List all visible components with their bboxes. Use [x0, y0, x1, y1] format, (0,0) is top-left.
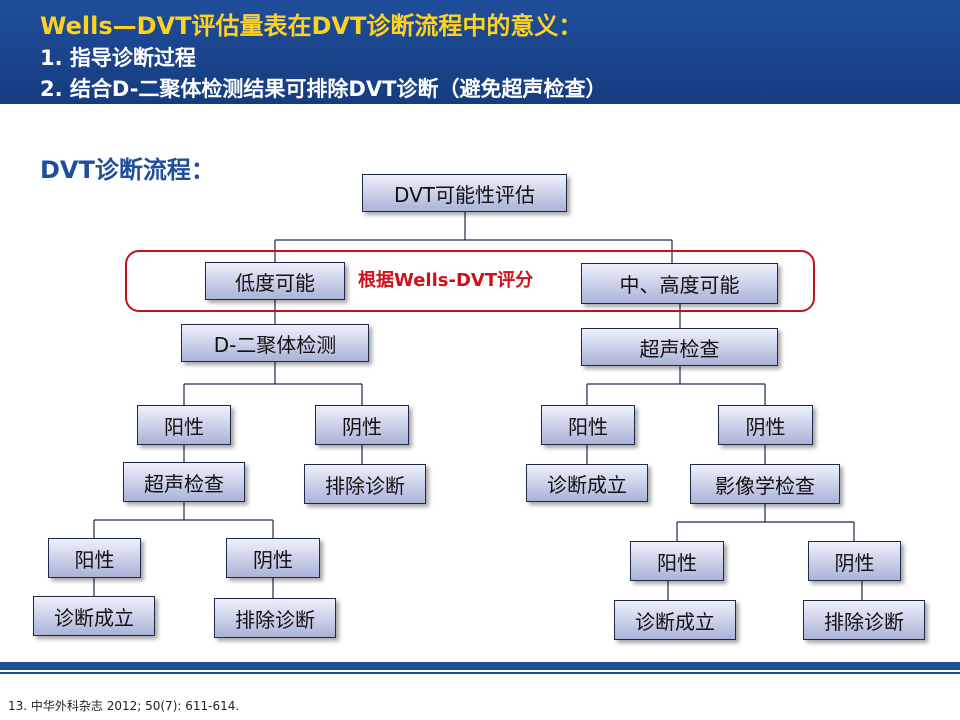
node-ultrasound-low-positive: 阳性	[48, 538, 141, 578]
node-ultrasound-high-negative: 阴性	[718, 405, 813, 445]
node-dvt-assessment: DVT可能性评估	[362, 174, 567, 212]
header-banner: Wells—DVT评估量表在DVT诊断流程中的意义： 1. 指导诊断过程 2. …	[0, 0, 960, 104]
wells-score-note: 根据Wells-DVT评分	[358, 270, 534, 291]
node-imaging-negative: 阴性	[808, 541, 901, 581]
section-title: DVT诊断流程：	[40, 156, 215, 184]
node-low-probability: 低度可能	[205, 262, 345, 300]
node-ultrasound-high-positive: 阳性	[541, 405, 635, 445]
node-d-dimer-negative: 阴性	[315, 405, 409, 445]
node-ultrasound-low-negative: 阴性	[226, 538, 320, 578]
footer-divider	[0, 662, 960, 670]
node-imaging-exclude-diagnosis: 排除诊断	[803, 600, 925, 640]
header-title: Wells—DVT评估量表在DVT诊断流程中的意义：	[40, 12, 583, 40]
node-low-exclude-diagnosis: 排除诊断	[304, 464, 426, 504]
node-moderate-high-probability: 中、高度可能	[581, 263, 778, 304]
node-d-dimer-positive: 阳性	[137, 405, 231, 445]
node-high-diagnosis-confirmed: 诊断成立	[526, 464, 648, 502]
node-imaging-exam: 影像学检查	[690, 464, 840, 504]
node-imaging-diagnosis-confirmed: 诊断成立	[614, 600, 736, 640]
wells-score-highlight	[125, 250, 815, 312]
reference-citation: 13. 中华外科杂志 2012; 50(7): 611-614.	[8, 699, 240, 713]
node-low-pos-exclude-diagnosis: 排除诊断	[214, 598, 336, 638]
header-point-1: 1. 指导诊断过程	[40, 46, 196, 70]
node-ultrasound-high: 超声检查	[581, 328, 778, 366]
header-point-2: 2. 结合D-二聚体检测结果可排除DVT诊断（避免超声检查）	[40, 77, 607, 101]
node-d-dimer-test: D-二聚体检测	[181, 324, 369, 362]
node-imaging-positive: 阳性	[630, 541, 724, 581]
node-low-pos-diagnosis-confirmed: 诊断成立	[33, 596, 155, 636]
footer-divider-thin	[0, 672, 960, 674]
node-ultrasound-low: 超声检查	[123, 462, 245, 502]
